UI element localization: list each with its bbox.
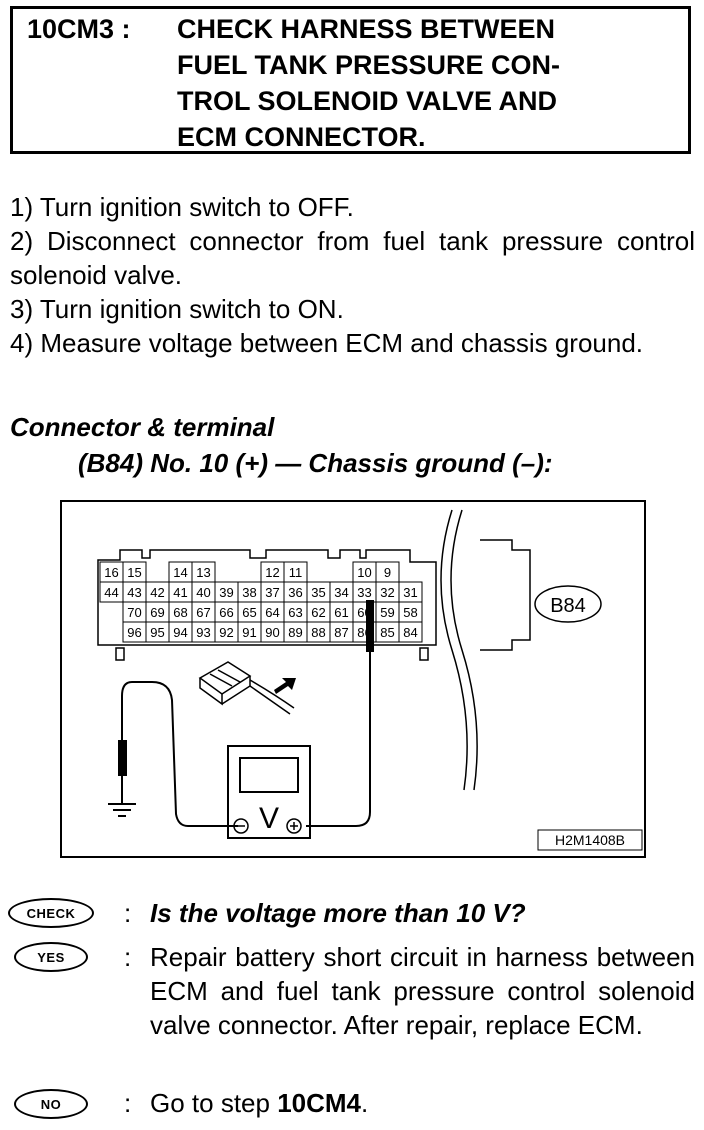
step-title-line: FUEL TANK PRESSURE CON- xyxy=(177,50,561,80)
terminal-number: 91 xyxy=(242,625,256,640)
terminal-number: 31 xyxy=(403,585,417,600)
colon: : xyxy=(124,942,132,972)
step-id: 10CM3 : xyxy=(27,14,131,44)
terminal-number: 34 xyxy=(334,585,348,600)
connector-heading: Connector & terminal xyxy=(10,412,275,442)
terminal-number: 14 xyxy=(173,565,187,580)
terminal-number: 70 xyxy=(127,605,141,620)
terminal-number: 40 xyxy=(196,585,210,600)
step-title-line: TROL SOLENOID VALVE AND xyxy=(177,86,558,116)
terminal-number: 36 xyxy=(288,585,302,600)
minus-terminal-icon xyxy=(233,818,249,834)
terminal-number: 35 xyxy=(311,585,325,600)
terminal-number: 84 xyxy=(403,625,417,640)
probe-tip xyxy=(366,600,374,652)
terminal-number: 13 xyxy=(196,565,210,580)
terminal-number: 10 xyxy=(357,565,371,580)
terminal-number: 87 xyxy=(334,625,348,640)
no-answer: Go to step 10CM4. xyxy=(150,1086,695,1120)
harness-connector-icon xyxy=(198,661,295,715)
solenoid-connector-outline xyxy=(480,539,531,651)
colon: : xyxy=(124,898,132,928)
terminal-number: 88 xyxy=(311,625,325,640)
diagram-frame xyxy=(60,500,646,858)
figure-code-box xyxy=(537,829,643,851)
terminal-number: 58 xyxy=(403,605,417,620)
terminal-number: 65 xyxy=(242,605,256,620)
terminal-number: 66 xyxy=(219,605,233,620)
terminal-number: 67 xyxy=(196,605,210,620)
figure-code: H2M1408B xyxy=(555,832,625,848)
voltmeter-symbol: V xyxy=(259,802,279,835)
no-answer-suffix: . xyxy=(361,1088,369,1118)
no-answer-prefix: Go to step xyxy=(150,1088,278,1118)
terminal-number: 16 xyxy=(104,565,118,580)
terminal-cell xyxy=(398,621,423,643)
terminal-number: 32 xyxy=(380,585,394,600)
instruction-item: 3) Turn ignition switch to ON. xyxy=(10,294,344,324)
terminal-number: 62 xyxy=(311,605,325,620)
terminal-number: 93 xyxy=(196,625,210,640)
connector-label-oval xyxy=(534,585,602,623)
harness-cut-lines xyxy=(440,509,478,791)
terminal-number: 64 xyxy=(265,605,279,620)
terminal-number: 43 xyxy=(127,585,141,600)
instruction-list: 1) Turn ignition switch to OFF. 2) Disco… xyxy=(10,190,695,360)
terminal-number: 38 xyxy=(242,585,256,600)
step-header-box: 10CM3 : CHECK HARNESS BETWEEN FUEL TANK … xyxy=(10,6,691,154)
terminal-number: 33 xyxy=(357,585,371,600)
instruction-item: 2) Disconnect connector from fuel tank p… xyxy=(10,226,695,290)
no-answer-step-link: 10CM4 xyxy=(277,1088,362,1118)
instruction-item: 4) Measure voltage between ECM and chass… xyxy=(10,328,644,358)
terminal-number: 41 xyxy=(173,585,187,600)
check-question: Is the voltage more than 10 V? xyxy=(150,898,526,928)
terminal-number: 44 xyxy=(104,585,118,600)
step-title: CHECK HARNESS BETWEEN FUEL TANK PRESSURE… xyxy=(177,11,677,155)
yes-badge: YES xyxy=(14,942,88,972)
ground-probe xyxy=(118,740,127,776)
terminal-number: 37 xyxy=(265,585,279,600)
check-badge: CHECK xyxy=(8,898,94,928)
ecm-connector xyxy=(97,549,437,661)
terminal-number: 63 xyxy=(288,605,302,620)
yes-answer: Repair battery short circuit in harness … xyxy=(150,940,695,1042)
terminal-number: 11 xyxy=(289,565,303,580)
terminal-number: 59 xyxy=(380,605,394,620)
terminal-number: 96 xyxy=(127,625,141,640)
terminal-grid: 16 15 14 13 12 11 10 9 44 43 42 41 40 39 38 37 36 35 34 33 3… xyxy=(99,561,423,643)
connector-label: B84 xyxy=(550,595,586,617)
negative-lead xyxy=(121,681,238,827)
terminal-number: 85 xyxy=(380,625,394,640)
terminal-number: 12 xyxy=(265,565,279,580)
ground-symbol xyxy=(108,803,136,817)
meter-leads xyxy=(121,650,371,827)
voltmeter xyxy=(227,745,311,839)
terminal-number: 9 xyxy=(384,565,391,580)
terminal-number: 69 xyxy=(150,605,164,620)
terminal-number: 61 xyxy=(334,605,348,620)
terminal-number: 92 xyxy=(219,625,233,640)
terminal-number: 89 xyxy=(288,625,302,640)
terminal-number: 94 xyxy=(173,625,187,640)
plus-terminal-icon xyxy=(286,818,302,834)
wiring-diagram: 16 15 14 13 12 11 10 9 44 43 42 41 40 39 38 37 36 35 34 33 3… xyxy=(60,500,646,858)
terminal-number: 95 xyxy=(150,625,164,640)
yes-answer-text: Repair battery short circuit in harness … xyxy=(150,942,695,1040)
arrow-icon xyxy=(274,678,296,694)
no-badge: NO xyxy=(14,1089,88,1119)
terminal-number: 90 xyxy=(265,625,279,640)
connector-spec: (B84) No. 10 (+) — Chassis ground (–): xyxy=(78,448,553,478)
positive-lead xyxy=(306,650,371,827)
colon: : xyxy=(124,1088,132,1118)
terminal-number: 15 xyxy=(127,565,141,580)
terminal-number: 42 xyxy=(150,585,164,600)
instruction-item: 1) Turn ignition switch to OFF. xyxy=(10,192,354,222)
step-title-line: CHECK HARNESS BETWEEN xyxy=(177,14,556,44)
terminal-number: 68 xyxy=(173,605,187,620)
step-title-line: ECM CONNECTOR. xyxy=(177,122,426,152)
terminal-number: 39 xyxy=(219,585,233,600)
